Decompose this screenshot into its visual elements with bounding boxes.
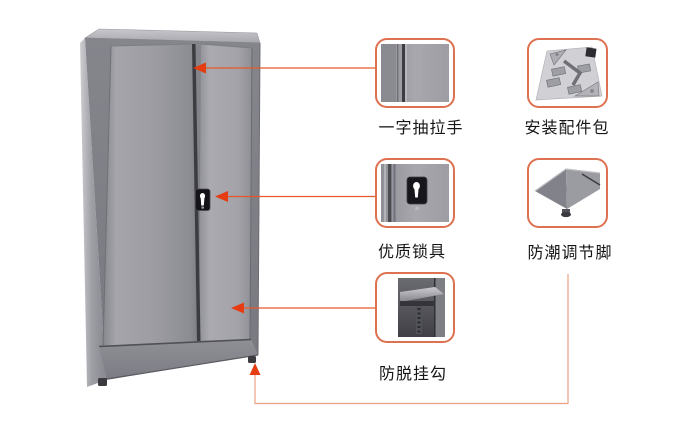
door-seam-handle-photo [381,44,449,102]
hook-arrow-icon [231,302,244,314]
feature-thumbnail-pull-handle [375,38,455,108]
cabinet-top-edge [84,37,261,44]
feature-thumbnail-hardware-kit [527,38,608,108]
cabinet-front-right-foot [248,356,256,363]
feature-thumbnail-lock [375,158,455,228]
shelf-hook-photo [398,278,445,337]
cabinet-right-edge [257,42,261,356]
lock-arrow-icon [215,191,228,202]
cabinet-left-door [103,44,197,347]
base-bottom-edge [106,354,259,380]
base-gap-line [98,338,252,348]
handle-arrow-icon [193,62,206,74]
door-top-line [110,43,253,49]
door-lock-photo [381,164,449,222]
cabinet-front-left-foot [98,378,107,386]
cabinet-base [99,339,258,379]
right-door-edge-line [249,47,253,340]
cabinet-illustration [80,28,261,387]
feature-label-lock: 优质锁具 [377,242,446,261]
feature-label-hardware-kit: 安装配件包 [524,118,610,137]
feature-label-pull-handle: 一字抽拉手 [378,118,464,137]
cabinet-lock [195,188,211,211]
feet-callout-line [254,274,569,405]
feature-label-adjustable-feet: 防潮调节脚 [527,243,613,262]
callout-connectors [193,62,569,405]
cabinet-foot-photo [534,168,601,218]
feature-thumbnail-adjustable-foot [527,158,608,228]
left-door-edge-line [102,45,112,348]
feature-label-shelf-hook: 防脱挂勾 [378,364,447,383]
mounting-parts-photo [535,46,603,101]
feet-arrow-icon [249,363,261,375]
feature-thumbnail-shelf-hook [375,272,455,343]
cabinet-side-panel [80,38,106,387]
